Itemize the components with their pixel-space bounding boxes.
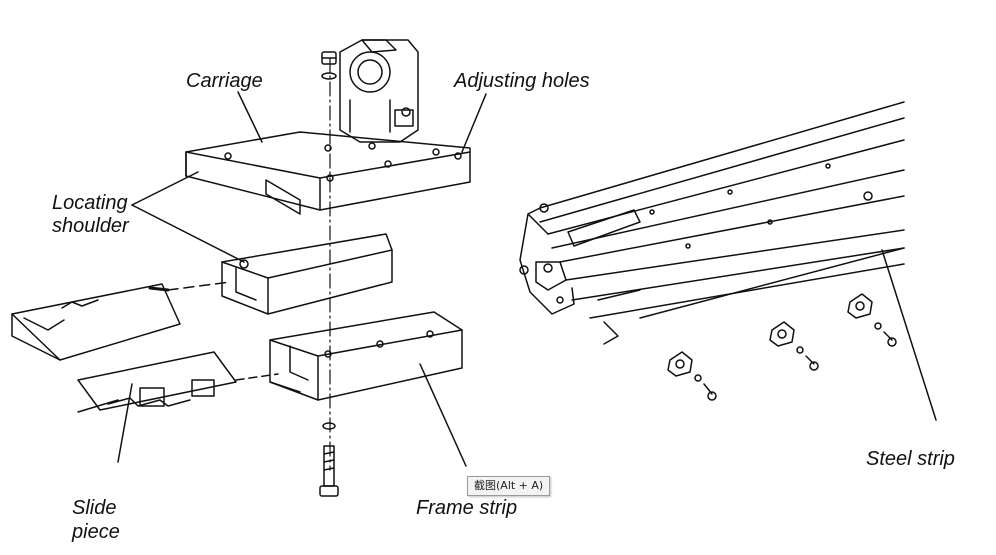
leader-steel <box>881 249 937 421</box>
assembled-rail <box>519 101 905 345</box>
label-steel-strip: Steel strip <box>866 448 955 470</box>
label-carriage: Carriage <box>186 70 263 92</box>
label-frame-strip: Frame strip <box>416 497 518 519</box>
slide-piece-upper <box>11 283 181 361</box>
label-slide-piece-line2: piece <box>72 521 120 543</box>
label-locating-shoulder-line2: shoulder <box>52 215 129 237</box>
screenshot-tooltip: 截图(Alt + A) <box>467 476 551 496</box>
label-slide-piece-line1: Slide <box>72 497 117 519</box>
bottom-bolt <box>319 422 339 497</box>
leader-slide <box>117 383 133 463</box>
locating-block <box>221 233 393 315</box>
leader-locating-b <box>131 204 245 263</box>
frame-strip-block <box>269 311 463 401</box>
label-adjusting-holes: Adjusting holes <box>454 70 590 92</box>
label-locating-shoulder-line1: Locating <box>52 192 128 214</box>
leader-frame <box>419 363 467 467</box>
leader-adjusting <box>461 93 487 153</box>
top-nut <box>321 51 337 80</box>
bearing-block <box>339 39 419 143</box>
leader-locating-a <box>131 171 199 206</box>
leader-carriage <box>237 91 263 143</box>
slide-piece-lower <box>77 351 279 413</box>
rail-fasteners <box>667 293 897 401</box>
carriage-plate <box>185 131 471 215</box>
